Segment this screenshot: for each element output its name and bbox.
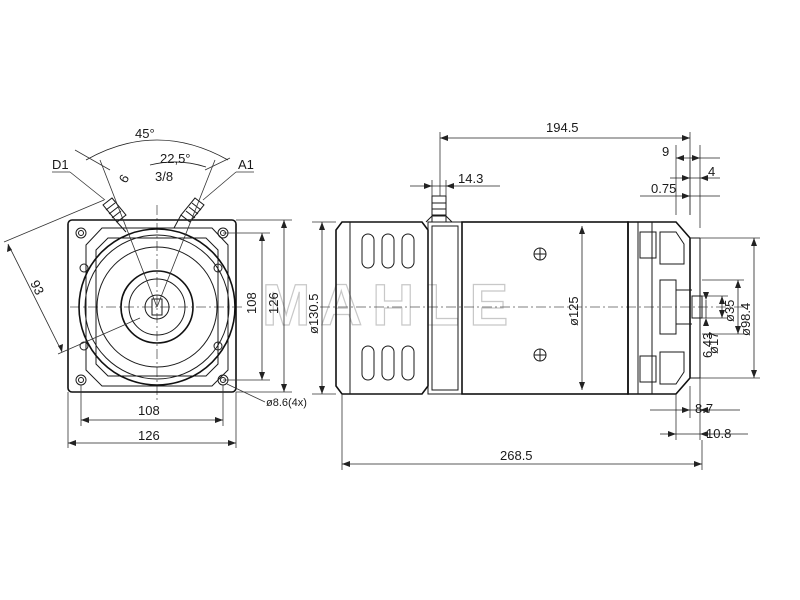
angle-22-5-label: 22,5°: [160, 151, 191, 166]
dim-108-vertical-label: 108: [244, 292, 259, 314]
watermark: MAHLE: [262, 273, 518, 338]
dim-4-label: 4: [708, 164, 715, 179]
dim-6-43-label: 6.43: [700, 333, 715, 358]
housing-screws: [533, 247, 547, 362]
dim-14-3-label: 14.3: [458, 171, 483, 186]
side-view: 194.5 14.3 9 4 0.75 ø130.5: [306, 120, 760, 470]
front-flange: [67, 219, 237, 393]
dia-35-label: ø35: [722, 300, 737, 322]
top-terminal: [425, 195, 453, 223]
dim-108-horizontal-label: 108: [138, 403, 160, 418]
hole-diameter-label: ø8.6(4x): [266, 397, 307, 409]
dim-8-7-label: 8.7: [695, 401, 713, 416]
front-view: 45° 22,5° 3/8 6 D1 A1 93 108 126: [3, 126, 307, 448]
dim-10-8-label: 10.8: [706, 426, 731, 441]
dia-125-label: ø125: [566, 296, 581, 326]
thread-label: 3/8: [155, 169, 173, 184]
vent-slots: [361, 233, 415, 381]
drive-flange: [627, 221, 691, 395]
dim-0-75-label: 0.75: [651, 181, 676, 196]
terminal-a1: [173, 197, 205, 229]
dim-93-label: 93: [27, 278, 47, 298]
dim-9-label: 9: [662, 144, 669, 159]
terminal-d1: [102, 197, 127, 233]
dim-126-vertical-label: 126: [266, 292, 281, 314]
shaft-hub: [120, 270, 194, 344]
dim-126-horizontal-label: 126: [138, 428, 160, 443]
dia-17-label: ø17: [706, 332, 721, 354]
end-cap: [335, 221, 429, 395]
dim-268-5-label: 268.5: [500, 448, 533, 463]
dim-194-5-label: 194.5: [546, 120, 579, 135]
a1-label: A1: [238, 157, 254, 172]
dia-98-4-label: ø98.4: [738, 303, 753, 336]
angle-45-label: 45°: [135, 126, 155, 141]
dia-130-5-label: ø130.5: [306, 294, 321, 334]
dim-6-label: 6: [116, 172, 133, 186]
d1-label: D1: [52, 157, 69, 172]
